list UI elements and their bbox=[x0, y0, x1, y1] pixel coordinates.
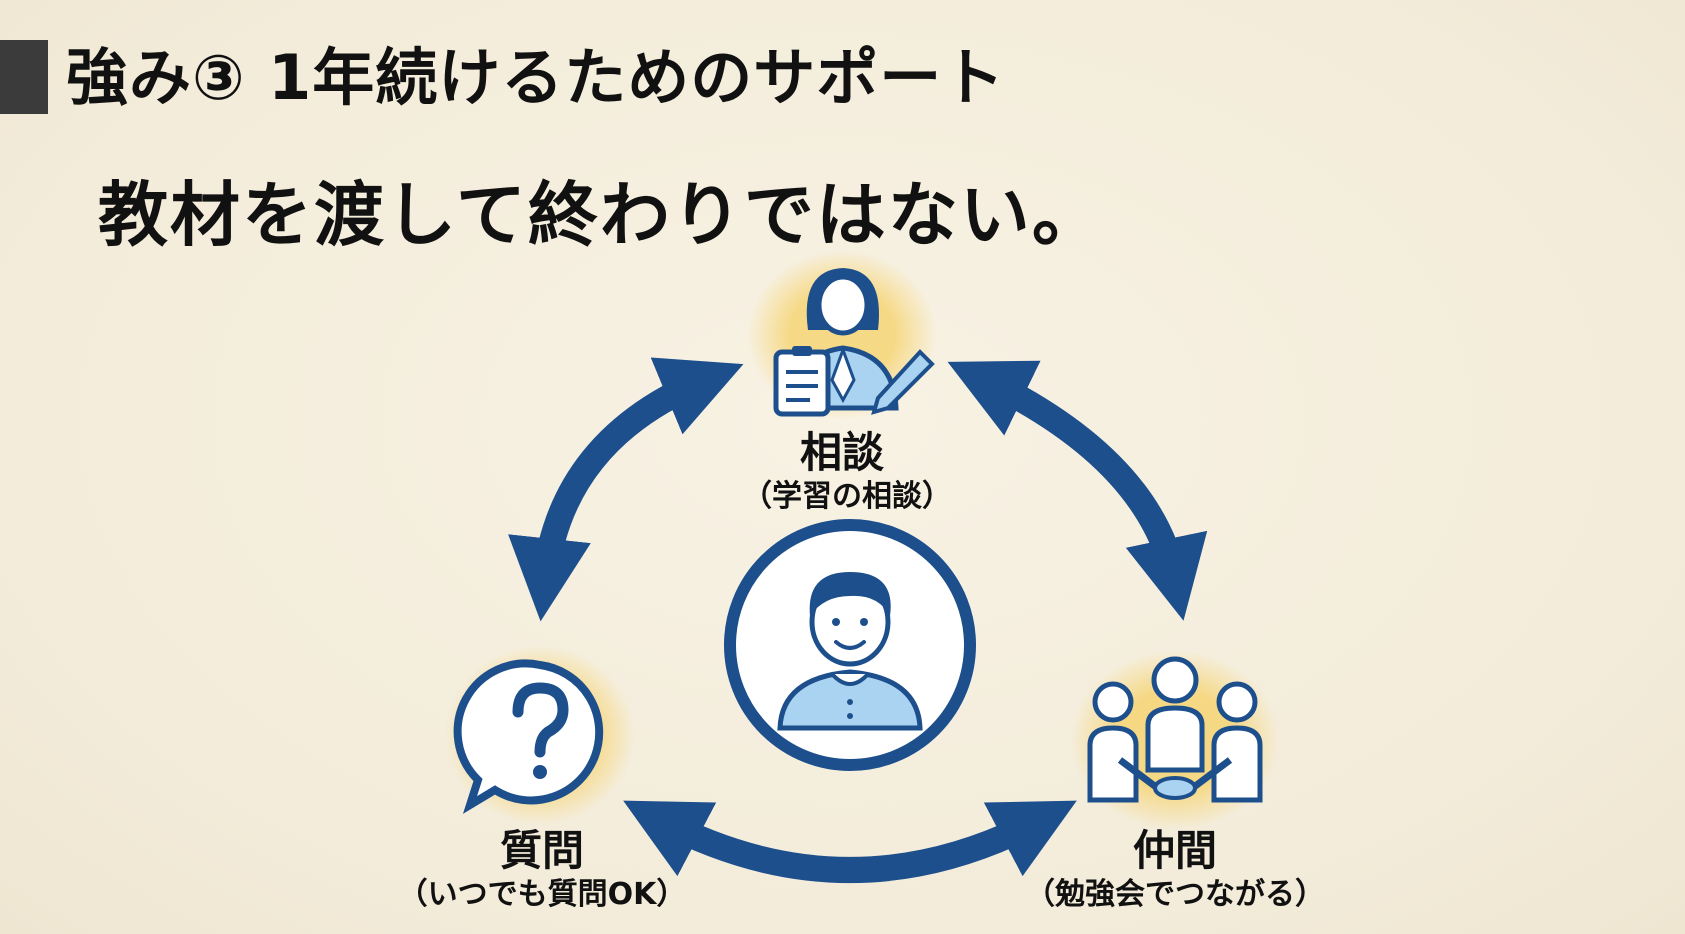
consult-sublabel: （学習の相談） bbox=[742, 479, 952, 514]
question-bubble-icon bbox=[445, 645, 635, 825]
student-avatar-icon bbox=[724, 519, 976, 771]
node-peers: 仲間 （勉強会でつながる） bbox=[1010, 826, 1340, 914]
question-sublabel: （いつでも質問OK） bbox=[397, 877, 687, 912]
group-handshake-icon bbox=[1070, 650, 1280, 830]
consult-label: 相談 bbox=[799, 428, 884, 477]
node-question: 質問 （いつでも質問OK） bbox=[392, 826, 692, 914]
node-consult: 相談 （学習の相談） bbox=[742, 428, 952, 516]
arrow-consult-question bbox=[508, 357, 744, 622]
peers-sublabel: （勉強会でつながる） bbox=[1025, 877, 1325, 912]
slide-title: 強み③ 1年続けるためのサポート bbox=[66, 41, 1006, 114]
title-accent-bar bbox=[0, 40, 48, 114]
slide-subtitle: 教材を渡して終わりではない。 bbox=[98, 174, 1104, 256]
arrow-consult-peers bbox=[947, 360, 1208, 621]
question-label: 質問 bbox=[499, 826, 584, 875]
peers-label: 仲間 bbox=[1132, 826, 1217, 875]
teacher-clipboard-icon bbox=[747, 250, 937, 420]
arrow-question-peers bbox=[623, 800, 1077, 883]
